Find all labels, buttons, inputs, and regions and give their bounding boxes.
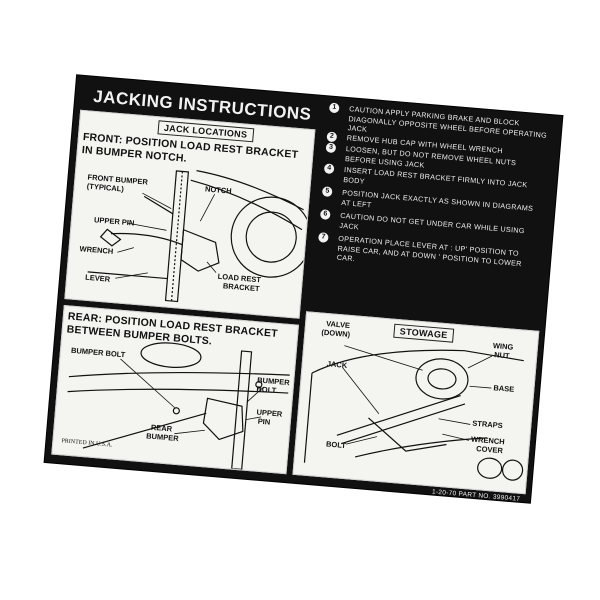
- right-bolt-label: BOLT: [256, 384, 277, 396]
- nut-label: NUT: [493, 350, 510, 361]
- step-1: 1 CAUTION APPLY PARKING BRAKE AND BLOCK …: [324, 102, 555, 139]
- jacking-instructions-decal: JACKING INSTRUCTIONS JACK LOCATIONS FRON…: [44, 75, 563, 503]
- rear-pin-label: PIN: [257, 416, 271, 427]
- stowage-illustration: [303, 345, 524, 481]
- step-number: 1: [328, 102, 340, 114]
- jack-label: JACK: [326, 359, 348, 370]
- step-number: 7: [317, 232, 329, 243]
- front-jack-illustration: [87, 170, 312, 303]
- step-number: 2: [326, 131, 338, 143]
- step-number: 4: [323, 163, 335, 175]
- instruction-steps: 1 CAUTION APPLY PARKING BRAKE AND BLOCK …: [317, 100, 555, 268]
- rear-jack-illustration: [67, 342, 290, 471]
- bolt-label: BOLT: [325, 439, 347, 451]
- step-number: 6: [319, 209, 331, 220]
- stowage-panel: STOWAGE: [292, 311, 540, 495]
- step-number: 3: [325, 142, 337, 154]
- step-number: 5: [321, 186, 333, 198]
- front-jack-panel: JACK LOCATIONS FRONT: POSITION LOAD REST…: [64, 109, 316, 319]
- rear-jack-panel: REAR: POSITION LOAD REST BRACKET BETWEEN…: [51, 305, 299, 475]
- base-label: BASE: [493, 383, 515, 394]
